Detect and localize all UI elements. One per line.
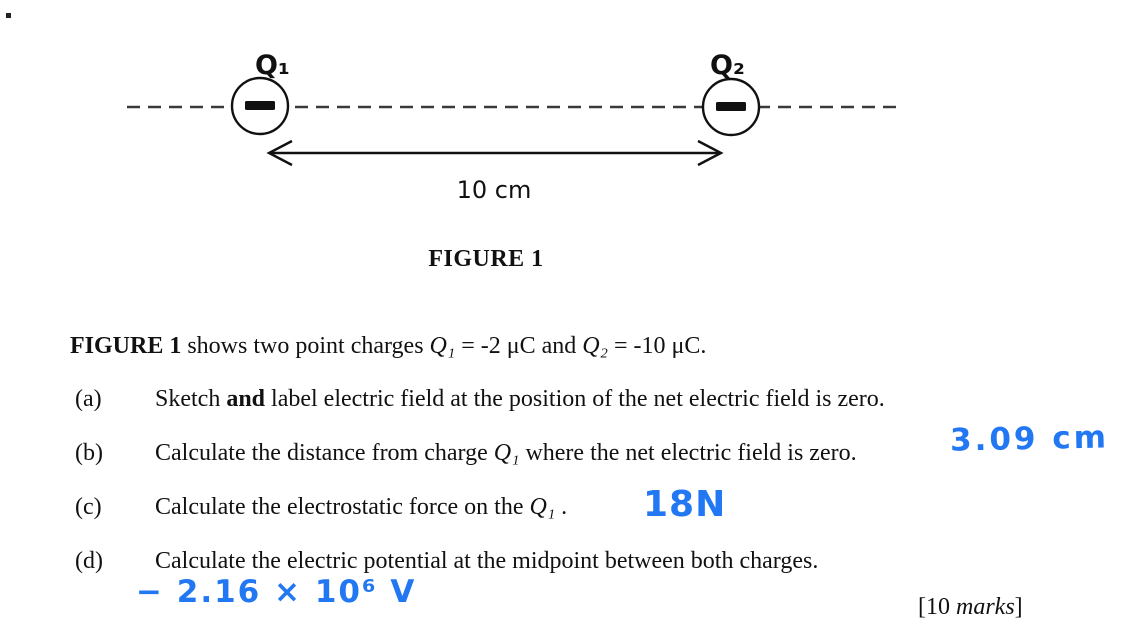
question-item-c: (c) Calculate the electrostatic force on … (75, 494, 567, 521)
item-c-text-pre: Calculate the electrostatic force on the (155, 494, 530, 520)
item-a-text-pre: Sketch (155, 386, 227, 412)
marks-open: [10 (918, 594, 956, 620)
charge2-label: Q₂ (710, 50, 745, 81)
charge1-symbol: Q₁ (429, 333, 456, 359)
marks-note: [10 marks] (918, 594, 1023, 621)
charge1-minus-icon (245, 101, 275, 110)
charge1-label: Q₁ (255, 50, 290, 81)
arrowhead-left-icon (266, 139, 293, 167)
intro-text-3: = -10 μC. (607, 333, 707, 359)
item-a-bold-and: and (226, 386, 266, 412)
item-c-charge1-symbol: Q₁ (529, 494, 556, 520)
marks-close: ] (1014, 594, 1023, 620)
handwritten-answer-c: 18N (643, 484, 727, 525)
arrowhead-right-icon (697, 139, 724, 167)
charge2-symbol: Q₂ (582, 333, 608, 359)
item-a-label: (a) (75, 386, 102, 412)
item-b-text-post: where the net electric field is zero. (519, 440, 857, 466)
item-b-label: (b) (75, 440, 103, 466)
question-item-d: (d) Calculate the electric potential at t… (75, 548, 818, 575)
intro-text-1: shows two point charges (181, 333, 430, 359)
item-a-text-post: label electric field at the position of … (265, 386, 885, 412)
item-c-text-post: . (555, 494, 568, 520)
distance-label: 10 cm (457, 176, 532, 204)
handwritten-answer-b: 3.09 cm (949, 419, 1110, 459)
figure-caption: FIGURE 1 (428, 246, 544, 272)
charge2-minus-icon (716, 102, 746, 111)
marks-word: marks (956, 594, 1015, 620)
figure-1-diagram: Q₁ Q₂ 10 cm (127, 50, 903, 204)
question-item-a: (a) Sketch and label electric field at th… (75, 386, 885, 413)
item-c-label: (c) (75, 494, 102, 520)
question-item-b: (b) Calculate the distance from charge Q₁… (75, 440, 857, 467)
intro-bold-figure-ref: FIGURE 1 (70, 333, 182, 359)
intro-text-2: = -2 μC and (455, 333, 583, 359)
item-d-text: Calculate the electric potential at the … (155, 548, 819, 574)
item-d-label: (d) (75, 548, 103, 574)
item-b-text-pre: Calculate the distance from charge (155, 440, 494, 466)
stray-dot (6, 13, 11, 18)
handwritten-answer-d: − 2.16 × 10⁶ V (136, 574, 417, 610)
intro-paragraph: FIGURE 1 shows two point charges Q₁ = -2… (70, 333, 706, 360)
item-b-charge1-symbol: Q₁ (493, 440, 520, 466)
